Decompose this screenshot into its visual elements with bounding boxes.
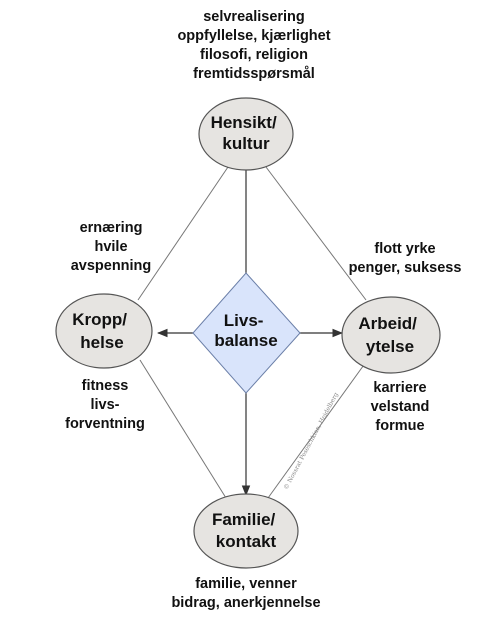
note-right-upper-line-1: flott yrke bbox=[374, 241, 436, 257]
note-bottom: familie, venner bidrag, anerkjennelse bbox=[156, 575, 336, 613]
node-kropp-helse-label: Kropp/ helse bbox=[72, 310, 132, 352]
center-label: Livs- balanse bbox=[214, 311, 277, 350]
center-label-line-1: Livs- bbox=[224, 311, 264, 330]
note-left-lower-line-2: livs- bbox=[90, 397, 120, 413]
node-familie-kontakt-line-1: Familie/ bbox=[212, 510, 276, 529]
note-left-upper-line-3: avspenning bbox=[70, 258, 152, 274]
note-top-line-1: selvrealisering bbox=[203, 9, 305, 25]
note-right-upper: flott yrke penger, suksess bbox=[340, 240, 470, 278]
node-hensikt-kultur-line-2: kultur bbox=[222, 134, 270, 153]
node-kropp-helse: Kropp/ helse bbox=[55, 293, 153, 369]
note-right-lower-line-2: velstand bbox=[370, 399, 430, 415]
note-bottom-line-1: familie, venner bbox=[195, 576, 297, 592]
node-hensikt-kultur-circle bbox=[198, 97, 294, 171]
center-label-line-2: balanse bbox=[214, 331, 277, 350]
connector-top-right bbox=[265, 166, 367, 301]
connector-right-bottom bbox=[267, 361, 367, 499]
node-familie-kontakt-label: Familie/ kontakt bbox=[212, 510, 280, 551]
note-top-line-4: fremtidsspørsmål bbox=[193, 66, 315, 82]
node-familie-kontakt: Familie/ kontakt bbox=[193, 493, 299, 569]
note-right-lower-line-3: formue bbox=[375, 418, 425, 434]
note-left-upper-line-1: ernæring bbox=[79, 220, 143, 236]
center-arrows bbox=[156, 157, 344, 497]
note-top: selvrealisering oppfyllelse, kjærlighet … bbox=[164, 8, 344, 84]
connector-left-bottom bbox=[139, 359, 227, 499]
center-diamond bbox=[192, 272, 301, 394]
note-right-upper-line-2: penger, suksess bbox=[348, 260, 462, 276]
note-left-lower: fitness livs- forventning bbox=[50, 377, 160, 434]
node-kropp-helse-circle bbox=[55, 293, 153, 369]
node-kropp-helse-line-2: helse bbox=[80, 333, 123, 352]
node-hensikt-kultur-label: Hensikt/ kultur bbox=[211, 113, 282, 153]
node-familie-kontakt-line-2: kontakt bbox=[216, 532, 277, 551]
note-left-lower-line-1: fitness bbox=[81, 378, 129, 394]
node-kropp-helse-line-1: Kropp/ bbox=[72, 310, 127, 329]
note-top-line-3: filosofi, religion bbox=[200, 47, 308, 63]
note-bottom-line-2: bidrag, anerkjennelse bbox=[171, 595, 321, 611]
node-arbeid-ytelse-circle bbox=[341, 296, 441, 374]
node-arbeid-ytelse: Arbeid/ ytelse bbox=[341, 296, 441, 374]
copyright-text: © Nossrat Peseschkian, Heidelberg bbox=[283, 391, 340, 491]
node-familie-kontakt-circle bbox=[193, 493, 299, 569]
connector-lines bbox=[137, 166, 367, 499]
note-right-lower-line-1: karriere bbox=[373, 380, 427, 396]
note-right-lower: karriere velstand formue bbox=[350, 379, 450, 436]
node-hensikt-kultur: Hensikt/ kultur bbox=[198, 97, 294, 171]
note-left-upper-line-2: hvile bbox=[94, 239, 128, 255]
node-hensikt-kultur-line-1: Hensikt/ bbox=[211, 113, 277, 132]
note-left-lower-line-3: forventning bbox=[65, 416, 145, 432]
node-arbeid-ytelse-label: Arbeid/ ytelse bbox=[358, 314, 421, 356]
note-top-line-2: oppfyllelse, kjærlighet bbox=[177, 28, 331, 44]
node-arbeid-ytelse-line-1: Arbeid/ bbox=[358, 314, 417, 333]
connector-top-left bbox=[137, 166, 229, 301]
node-arbeid-ytelse-line-2: ytelse bbox=[366, 337, 414, 356]
note-left-upper: ernæring hvile avspenning bbox=[56, 219, 166, 276]
